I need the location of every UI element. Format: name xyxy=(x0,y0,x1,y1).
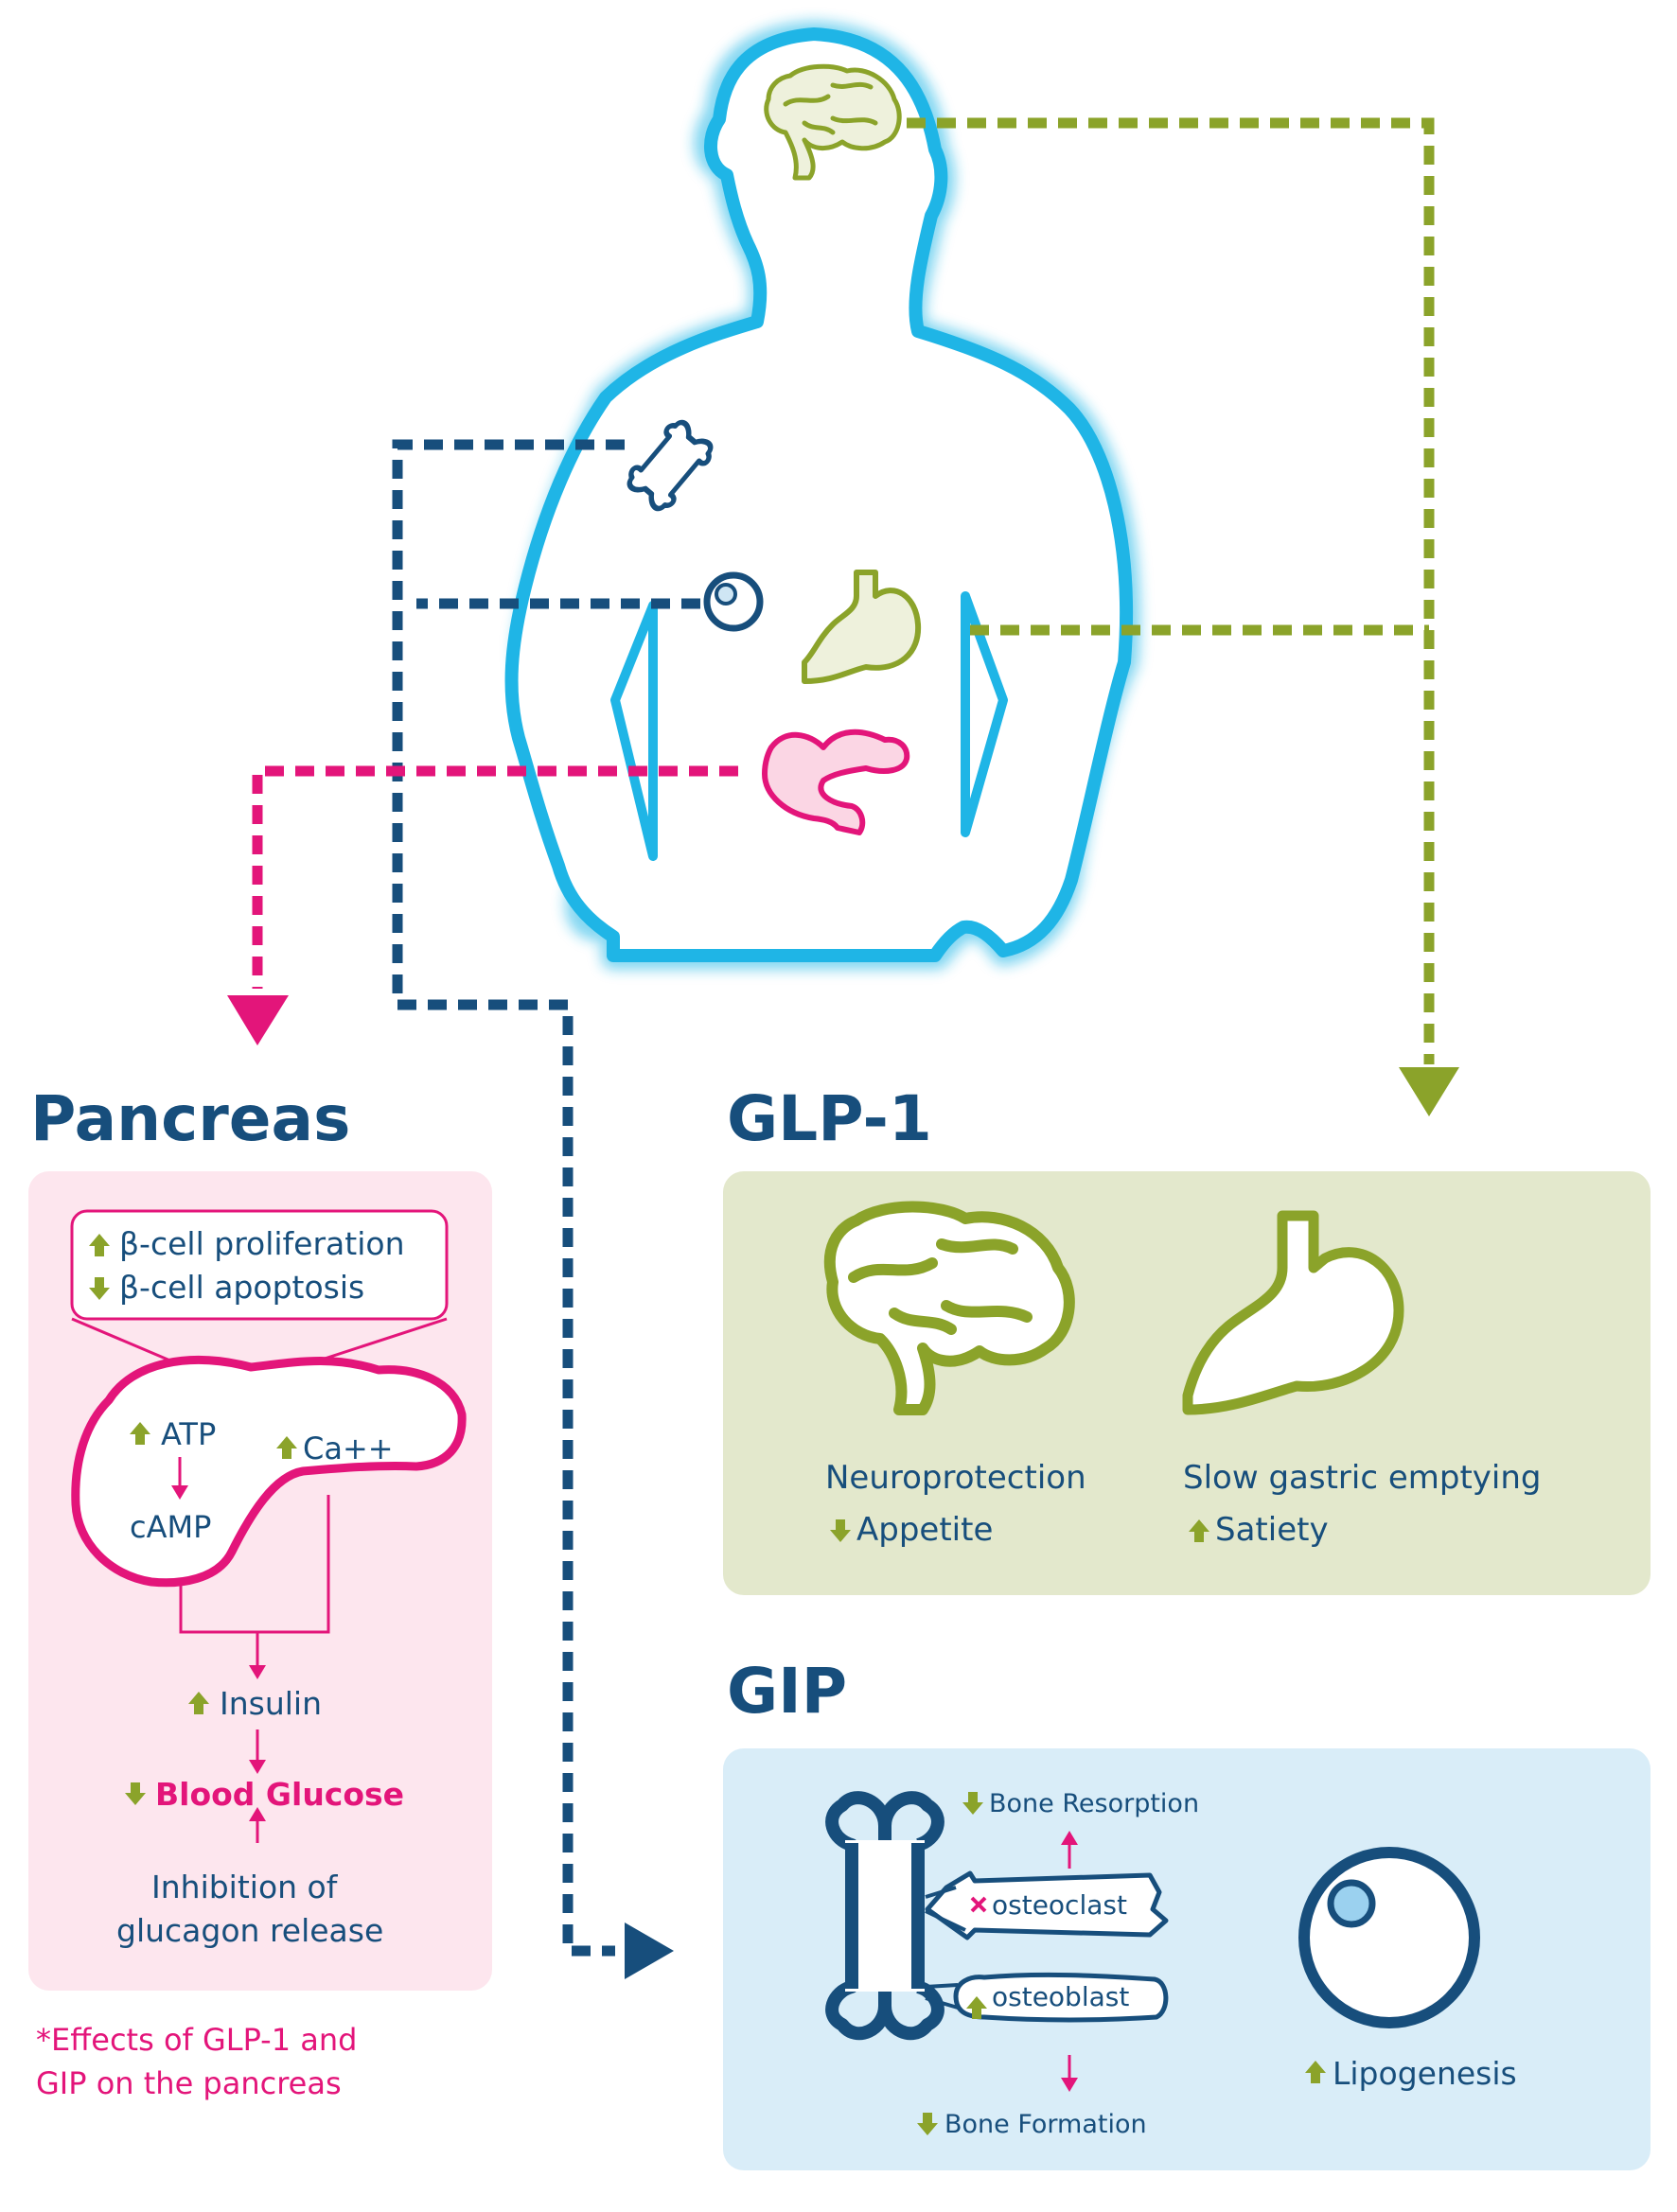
osteoclast-label: osteoclast xyxy=(992,1889,1127,1921)
footnote-line1: *Effects of GLP-1 and xyxy=(36,2022,358,2058)
insulin-label: Insulin xyxy=(220,1685,323,1722)
fat-cell-icon xyxy=(703,571,764,632)
bone-resorption-label: Bone Resorption xyxy=(989,1789,1200,1818)
beta-cell-box xyxy=(70,1209,449,1374)
arrowhead-gip xyxy=(625,1922,674,1979)
pancreas-heading: Pancreas xyxy=(30,1082,351,1155)
arrowhead-pancreas xyxy=(227,995,289,1045)
gip-bone-icon xyxy=(825,1791,944,2041)
arrowhead-glp1 xyxy=(1399,1067,1459,1116)
footnote-line2: GIP on the pancreas xyxy=(36,2065,342,2101)
blood-glucose-label: Blood Glucose xyxy=(155,1776,405,1813)
connector-lines xyxy=(252,117,1435,1957)
glp1-stomach-icon xyxy=(1182,1210,1404,1415)
stomach-icon xyxy=(802,570,922,684)
neuroprotection-label: Neuroprotection xyxy=(825,1459,1086,1497)
inhibition-line1: Inhibition of xyxy=(151,1869,338,1905)
pancreas-flow-lines xyxy=(178,1457,1071,2080)
camp-label: cAMP xyxy=(130,1509,212,1545)
human-body-outline xyxy=(504,21,1140,970)
glp1-brain-icon xyxy=(823,1201,1075,1415)
bone-icon xyxy=(627,419,714,512)
inhibition-line2: glucagon release xyxy=(116,1912,384,1949)
osteoclast-x-icon xyxy=(970,1896,987,1913)
up-arrow-icon xyxy=(188,1692,209,1714)
bone-formation-label: Bone Formation xyxy=(944,2110,1147,2139)
down-arrow-icon xyxy=(917,2113,938,2135)
atp-label: ATP xyxy=(161,1416,217,1452)
osteoblast-label: osteoblast xyxy=(992,1981,1130,2012)
calcium-label: Ca++ xyxy=(303,1431,394,1466)
down-arrow-icon xyxy=(125,1782,146,1805)
pancreas-organ-shape xyxy=(71,1356,467,1588)
osteoblast-cell xyxy=(953,1972,1169,2023)
up-arrow-icon xyxy=(1305,2061,1326,2083)
gastric-emptying-label: Slow gastric emptying xyxy=(1183,1459,1542,1497)
pink-arrowheads xyxy=(171,1485,1078,2092)
gip-fat-cell-icon xyxy=(1298,1847,1480,2028)
bone-cell-links xyxy=(925,1886,966,2010)
beta-cell-proliferation: β-cell proliferation xyxy=(119,1225,405,1262)
beta-cell-apoptosis: β-cell apoptosis xyxy=(119,1269,365,1306)
osteoclast-cell xyxy=(925,1870,1169,1940)
up-arrow-icon xyxy=(1189,1519,1209,1542)
lipogenesis-label: Lipogenesis xyxy=(1333,2055,1517,2092)
glp1-heading: GLP-1 xyxy=(727,1082,932,1155)
down-arrow-icon xyxy=(962,1792,983,1815)
appetite-label: Appetite xyxy=(856,1511,994,1549)
satiety-label: Satiety xyxy=(1215,1511,1329,1549)
down-arrow-icon xyxy=(830,1519,851,1542)
gip-heading: GIP xyxy=(727,1655,848,1728)
pancreas-icon xyxy=(762,729,910,835)
brain-icon xyxy=(764,63,902,181)
